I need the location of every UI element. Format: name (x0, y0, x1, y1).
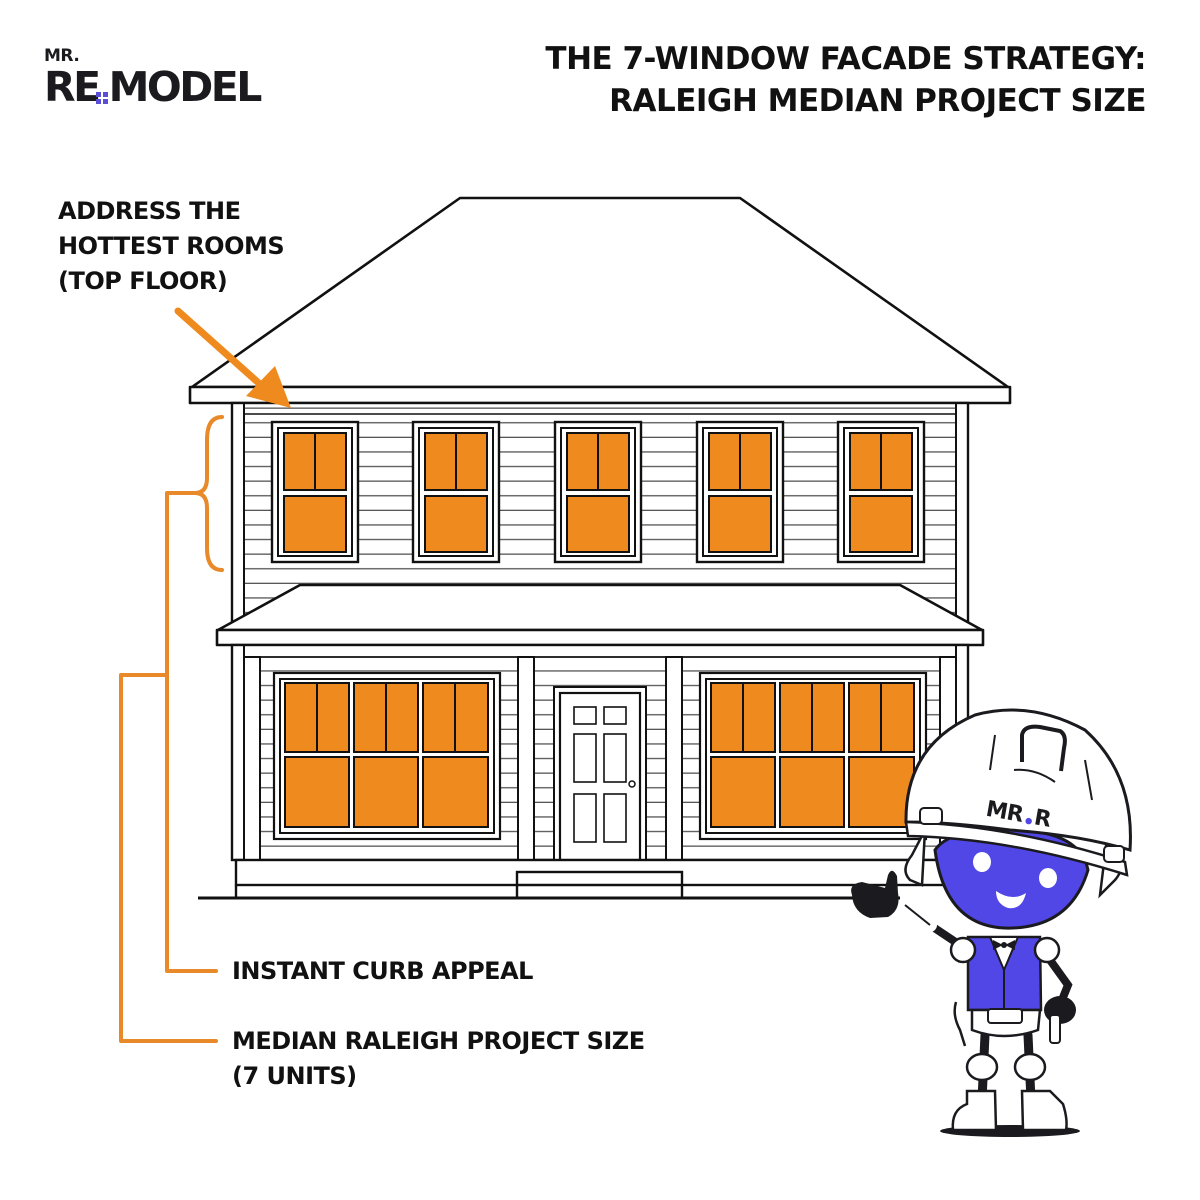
upper-window-3 (553, 420, 643, 564)
title-line-1: THE 7-WINDOW FACADE STRATEGY: (545, 41, 1146, 77)
callout-top-floor-line-2: HOTTEST ROOMS (58, 232, 285, 260)
helmet-dot (1025, 817, 1032, 825)
helmet-label-r: R (1032, 805, 1053, 833)
porch-roof (215, 583, 985, 647)
main-roof (188, 196, 1012, 405)
title-line-2: RALEIGH MEDIAN PROJECT SIZE (609, 83, 1146, 119)
lower-window-left (272, 671, 502, 841)
front-door (553, 686, 647, 862)
brand-logo: MR. RE MODEL (44, 46, 263, 111)
callout-top-floor-line-3: (TOP FLOOR) (58, 267, 228, 295)
logo-main-right: MODEL (108, 63, 263, 111)
callout-curb-appeal: INSTANT CURB APPEAL (232, 957, 533, 985)
callout-median-line-2: (7 UNITS) (232, 1062, 357, 1090)
window-grid-icon (95, 92, 108, 104)
callout-median-size: MEDIAN RALEIGH PROJECT SIZE (7 UNITS) (232, 1024, 645, 1094)
upper-window-5 (836, 420, 926, 564)
porch-deck (198, 858, 968, 900)
upper-window-1 (270, 420, 360, 564)
callout-median-line-1: MEDIAN RALEIGH PROJECT SIZE (232, 1027, 645, 1055)
upper-windows (270, 420, 926, 564)
logo-wordmark: RE MODEL (44, 63, 263, 111)
logo-prefix: MR. (44, 46, 80, 66)
callout-top-floor-line-1: ADDRESS THE (58, 197, 241, 225)
page-title: THE 7-WINDOW FACADE STRATEGY: RALEIGH ME… (545, 38, 1146, 122)
lower-window-right (698, 671, 928, 841)
logo-main-left: RE (44, 63, 101, 111)
upper-window-4 (695, 420, 785, 564)
arrow-icon (174, 307, 291, 408)
callout-top-floor: ADDRESS THE HOTTEST ROOMS (TOP FLOOR) (58, 194, 285, 299)
upper-window-2 (411, 420, 501, 564)
mascot-mr-r: MR R (851, 708, 1132, 1137)
callout-connectors (119, 415, 224, 1043)
